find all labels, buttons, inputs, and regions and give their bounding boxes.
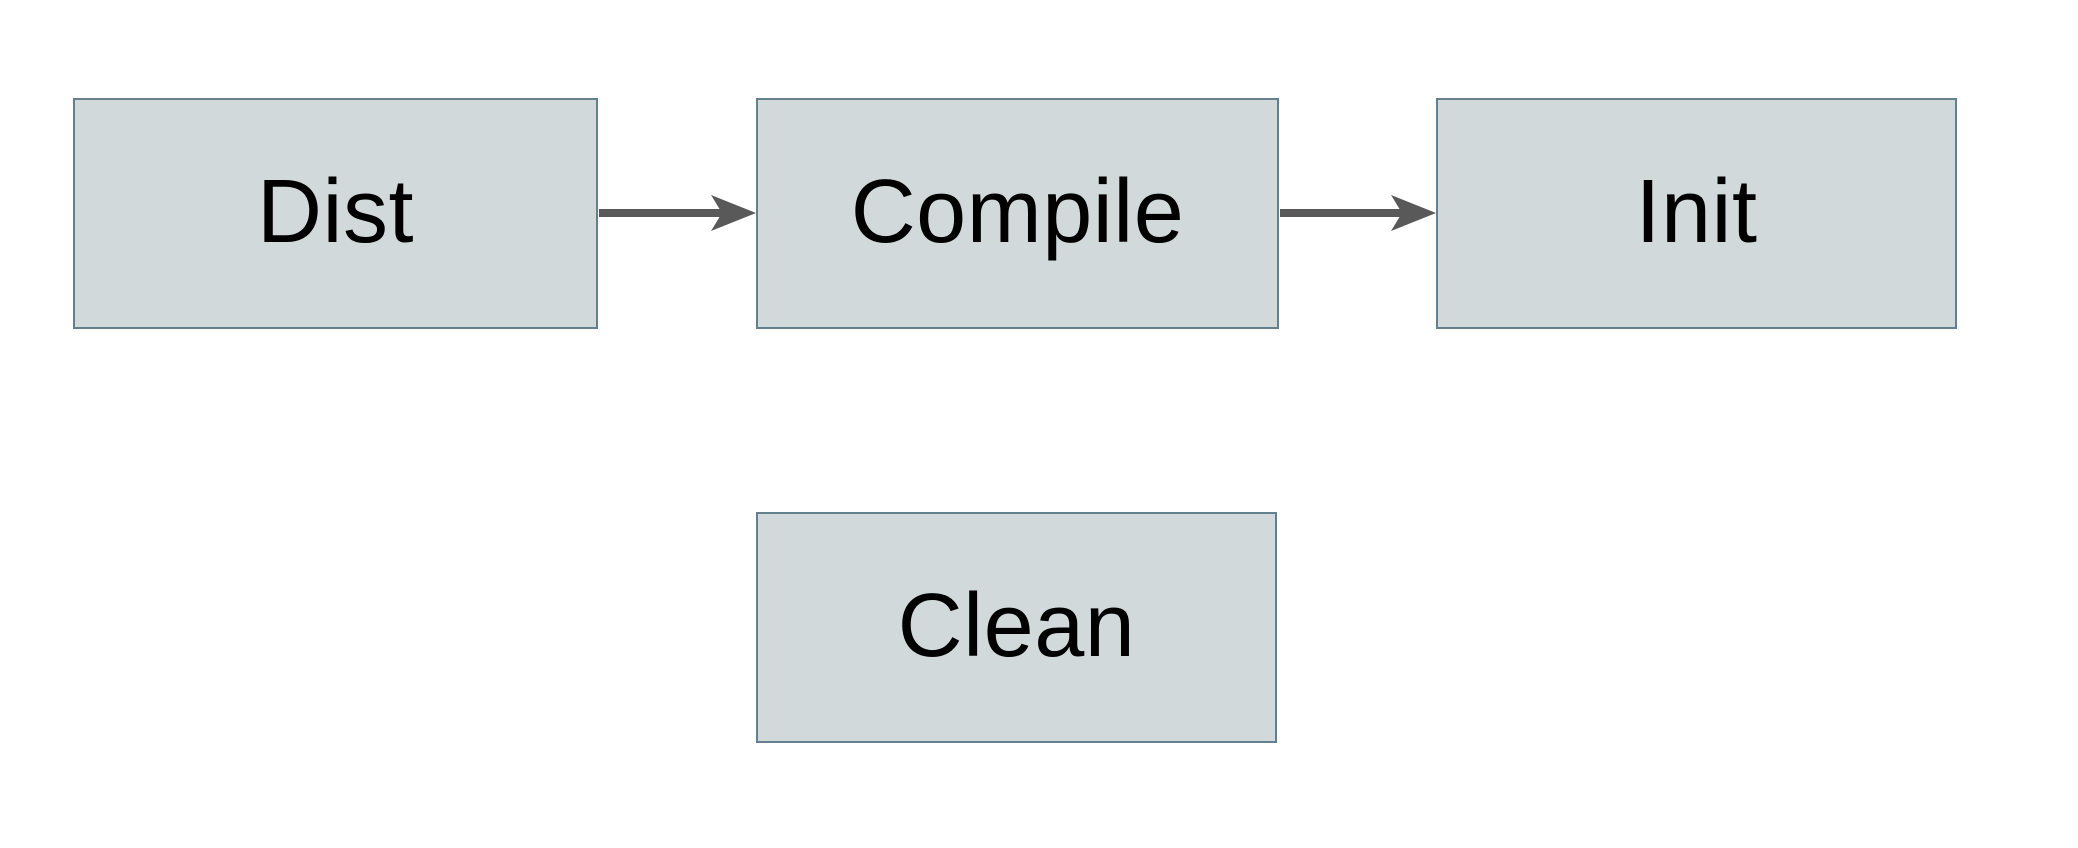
node-clean-label: Clean — [897, 575, 1136, 676]
node-init-label: Init — [1635, 161, 1758, 262]
node-dist-label: Dist — [257, 161, 414, 262]
node-dist[interactable]: Dist — [73, 98, 598, 329]
node-compile-label: Compile — [850, 161, 1185, 262]
arrow-dist-to-compile[interactable] — [599, 195, 756, 231]
node-init[interactable]: Init — [1436, 98, 1957, 329]
node-compile[interactable]: Compile — [756, 98, 1279, 329]
arrow-compile-to-init[interactable] — [1280, 195, 1436, 231]
node-clean[interactable]: Clean — [756, 512, 1277, 743]
